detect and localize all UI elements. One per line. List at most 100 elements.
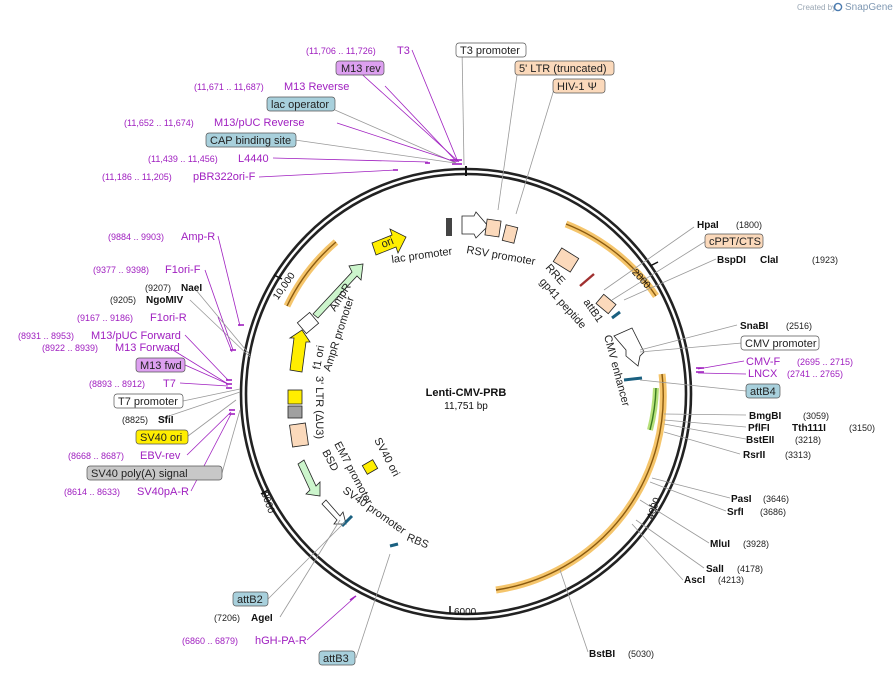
t3-promoter-box[interactable] [455, 42, 527, 58]
primer-f1ori-f-name[interactable]: F1ori-F [165, 264, 201, 276]
orf-ampr-highlight [283, 239, 339, 308]
primer-sv40pa-r-name[interactable]: SV40pA-R [137, 486, 189, 498]
cmv-enhancer-feature[interactable] [613, 327, 645, 367]
primer-pbr322ori-f-name[interactable]: pBR322ori-F [193, 171, 256, 183]
sv40-ori-feature[interactable] [361, 459, 379, 475]
sv40-ori-label: SV40 ori [371, 436, 401, 479]
primer-f1ori-r-range: (9167 .. 9186) [77, 313, 133, 323]
hiv-psi-feature[interactable] [501, 224, 519, 244]
enzyme-agei-pos: (7206) [214, 613, 240, 623]
enzyme-bmgbi-name[interactable]: BmgBI [749, 411, 781, 422]
enzyme-naei-name[interactable]: NaeI [181, 283, 202, 294]
sv40-ori-label[interactable]: SV40 ori [140, 432, 182, 444]
attb2-feature[interactable] [340, 514, 354, 528]
rre-feature[interactable] [552, 247, 580, 273]
primer-l4440-name[interactable]: L4440 [238, 153, 269, 165]
cap-binding-site-box[interactable] [205, 132, 297, 148]
m13-rev-box[interactable] [335, 60, 385, 76]
enzyme-ngomiv-name[interactable]: NgoMIV [146, 295, 184, 306]
t3-promoter-label[interactable]: T3 promoter [460, 45, 520, 57]
enzyme-sfii-name[interactable]: SfiI [158, 415, 174, 426]
primer-t7-name[interactable]: T7 [163, 378, 176, 390]
enzyme-bstbi-name[interactable]: BstBI [589, 649, 615, 660]
attb4-label[interactable]: attB4 [750, 386, 776, 398]
enzyme-pasi-name[interactable]: PasI [731, 494, 752, 505]
hiv-psi-label[interactable]: HIV-1 Ψ [557, 81, 597, 93]
enzyme-mlui-pos: (3928) [743, 539, 769, 549]
hiv-psi-box[interactable] [552, 78, 606, 94]
f1-ori-feature[interactable] [288, 329, 311, 373]
rbs-label: RBS [405, 532, 430, 552]
enzyme-bsteii-pos: (3218) [795, 435, 821, 445]
primer-amp-r-name[interactable]: Amp-R [181, 231, 215, 243]
primer-m13-reverse-name[interactable]: M13 Reverse [284, 81, 349, 93]
ltr3-feature[interactable] [289, 422, 309, 448]
lac-operator-box[interactable] [266, 96, 336, 112]
enzyme-snabi-name[interactable]: SnaBI [740, 321, 769, 332]
m13-fwd-label[interactable]: M13 fwd [140, 360, 182, 372]
cppt-feature[interactable] [595, 293, 617, 315]
sv40-promoter-feature[interactable] [321, 499, 347, 525]
rsv-promoter-label: RSV promoter [465, 244, 536, 268]
ltr5-feature[interactable] [484, 218, 502, 238]
primer-ebv-rev-name[interactable]: EBV-rev [140, 450, 181, 462]
primer-m13-puc-reverse-name[interactable]: M13/pUC Reverse [214, 117, 304, 129]
attb1-feature[interactable] [611, 310, 621, 320]
primer-cmv-f-range: (2695 .. 2715) [797, 357, 853, 367]
enzyme-hpai-name[interactable]: HpaI [697, 220, 719, 231]
primer-m13-forward-range: (8922 .. 8939) [42, 343, 98, 353]
primer-m13-puc-forward-name[interactable]: M13/pUC Forward [91, 330, 181, 342]
lac-operator-label[interactable]: lac operator [271, 99, 329, 111]
t7-promoter-box[interactable] [113, 393, 184, 409]
sv40-ori-box[interactable] [135, 429, 189, 445]
cap-binding-site-label[interactable]: CAP binding site [210, 135, 291, 147]
primer-m13-forward-name[interactable]: M13 Forward [115, 342, 180, 354]
cmv-promoter-label[interactable]: CMV promoter [745, 338, 817, 350]
primer-lncx-name[interactable]: LNCX [748, 368, 778, 380]
enzyme-pflfi-name[interactable]: PflFI [748, 423, 770, 434]
sv40-polya-label[interactable]: SV40 poly(A) signal [91, 468, 188, 480]
cmv-promoter-box[interactable] [740, 335, 820, 351]
lac-promoter-feature[interactable] [446, 218, 452, 236]
primer-f1ori-r-name[interactable]: F1ori-R [150, 312, 187, 324]
enzyme-rsrii-name[interactable]: RsrII [743, 450, 765, 461]
attb2-label[interactable]: attB2 [237, 594, 263, 606]
enzyme-mlui-name[interactable]: MluI [710, 539, 730, 550]
ltr5-box[interactable] [514, 60, 615, 76]
attb4-box[interactable] [745, 383, 781, 399]
ori-feature[interactable] [371, 228, 407, 256]
enzyme-agei-name[interactable]: AgeI [251, 613, 273, 624]
attb4-feature[interactable] [623, 376, 643, 382]
ampr-feature[interactable] [312, 263, 364, 319]
cppt-cts-box[interactable] [704, 233, 764, 249]
sv40-polya-feature[interactable] [287, 405, 303, 419]
m13-rev-label[interactable]: M13 rev [341, 63, 381, 75]
enzyme-sali-name[interactable]: SalI [706, 564, 724, 575]
enzyme-bsteii-name[interactable]: BstEII [746, 435, 775, 446]
enzyme-tth111i-name[interactable]: Tth111I [792, 423, 826, 434]
primer-t3-name[interactable]: T3 [397, 45, 410, 57]
attb3-label[interactable]: attB3 [323, 653, 349, 665]
primer-lncx-range: (2741 .. 2765) [787, 369, 843, 379]
cppt-cts-label[interactable]: cPPT/CTS [709, 236, 761, 248]
ltr5-label[interactable]: 5' LTR (truncated) [519, 63, 606, 75]
attb2-box[interactable] [232, 591, 269, 607]
enzyme-clai-name[interactable]: ClaI [760, 255, 779, 266]
t7-promoter-label[interactable]: T7 promoter [118, 396, 178, 408]
enzyme-hpai-pos: (1800) [736, 220, 762, 230]
gp41-feature[interactable] [579, 273, 595, 287]
rsv-promoter-feature[interactable] [461, 211, 489, 239]
sv40-polya-box[interactable] [86, 465, 223, 481]
enzyme-asci-name[interactable]: AscI [684, 575, 705, 586]
attb3-feature[interactable] [389, 542, 399, 548]
sv40-ori-small-feature[interactable] [287, 389, 303, 405]
primer-hgh-pa-r-name[interactable]: hGH-PA-R [255, 635, 307, 647]
attb3-box[interactable] [318, 650, 356, 666]
m13-fwd-box[interactable] [135, 357, 186, 373]
bsd-feature[interactable] [297, 459, 321, 497]
enzyme-srfi-name[interactable]: SrfI [727, 507, 744, 518]
primer-cmv-f-name[interactable]: CMV-F [746, 356, 781, 368]
enzyme-bspdi-name[interactable]: BspDI [717, 255, 746, 266]
ampr-promoter-feature[interactable] [296, 311, 320, 335]
